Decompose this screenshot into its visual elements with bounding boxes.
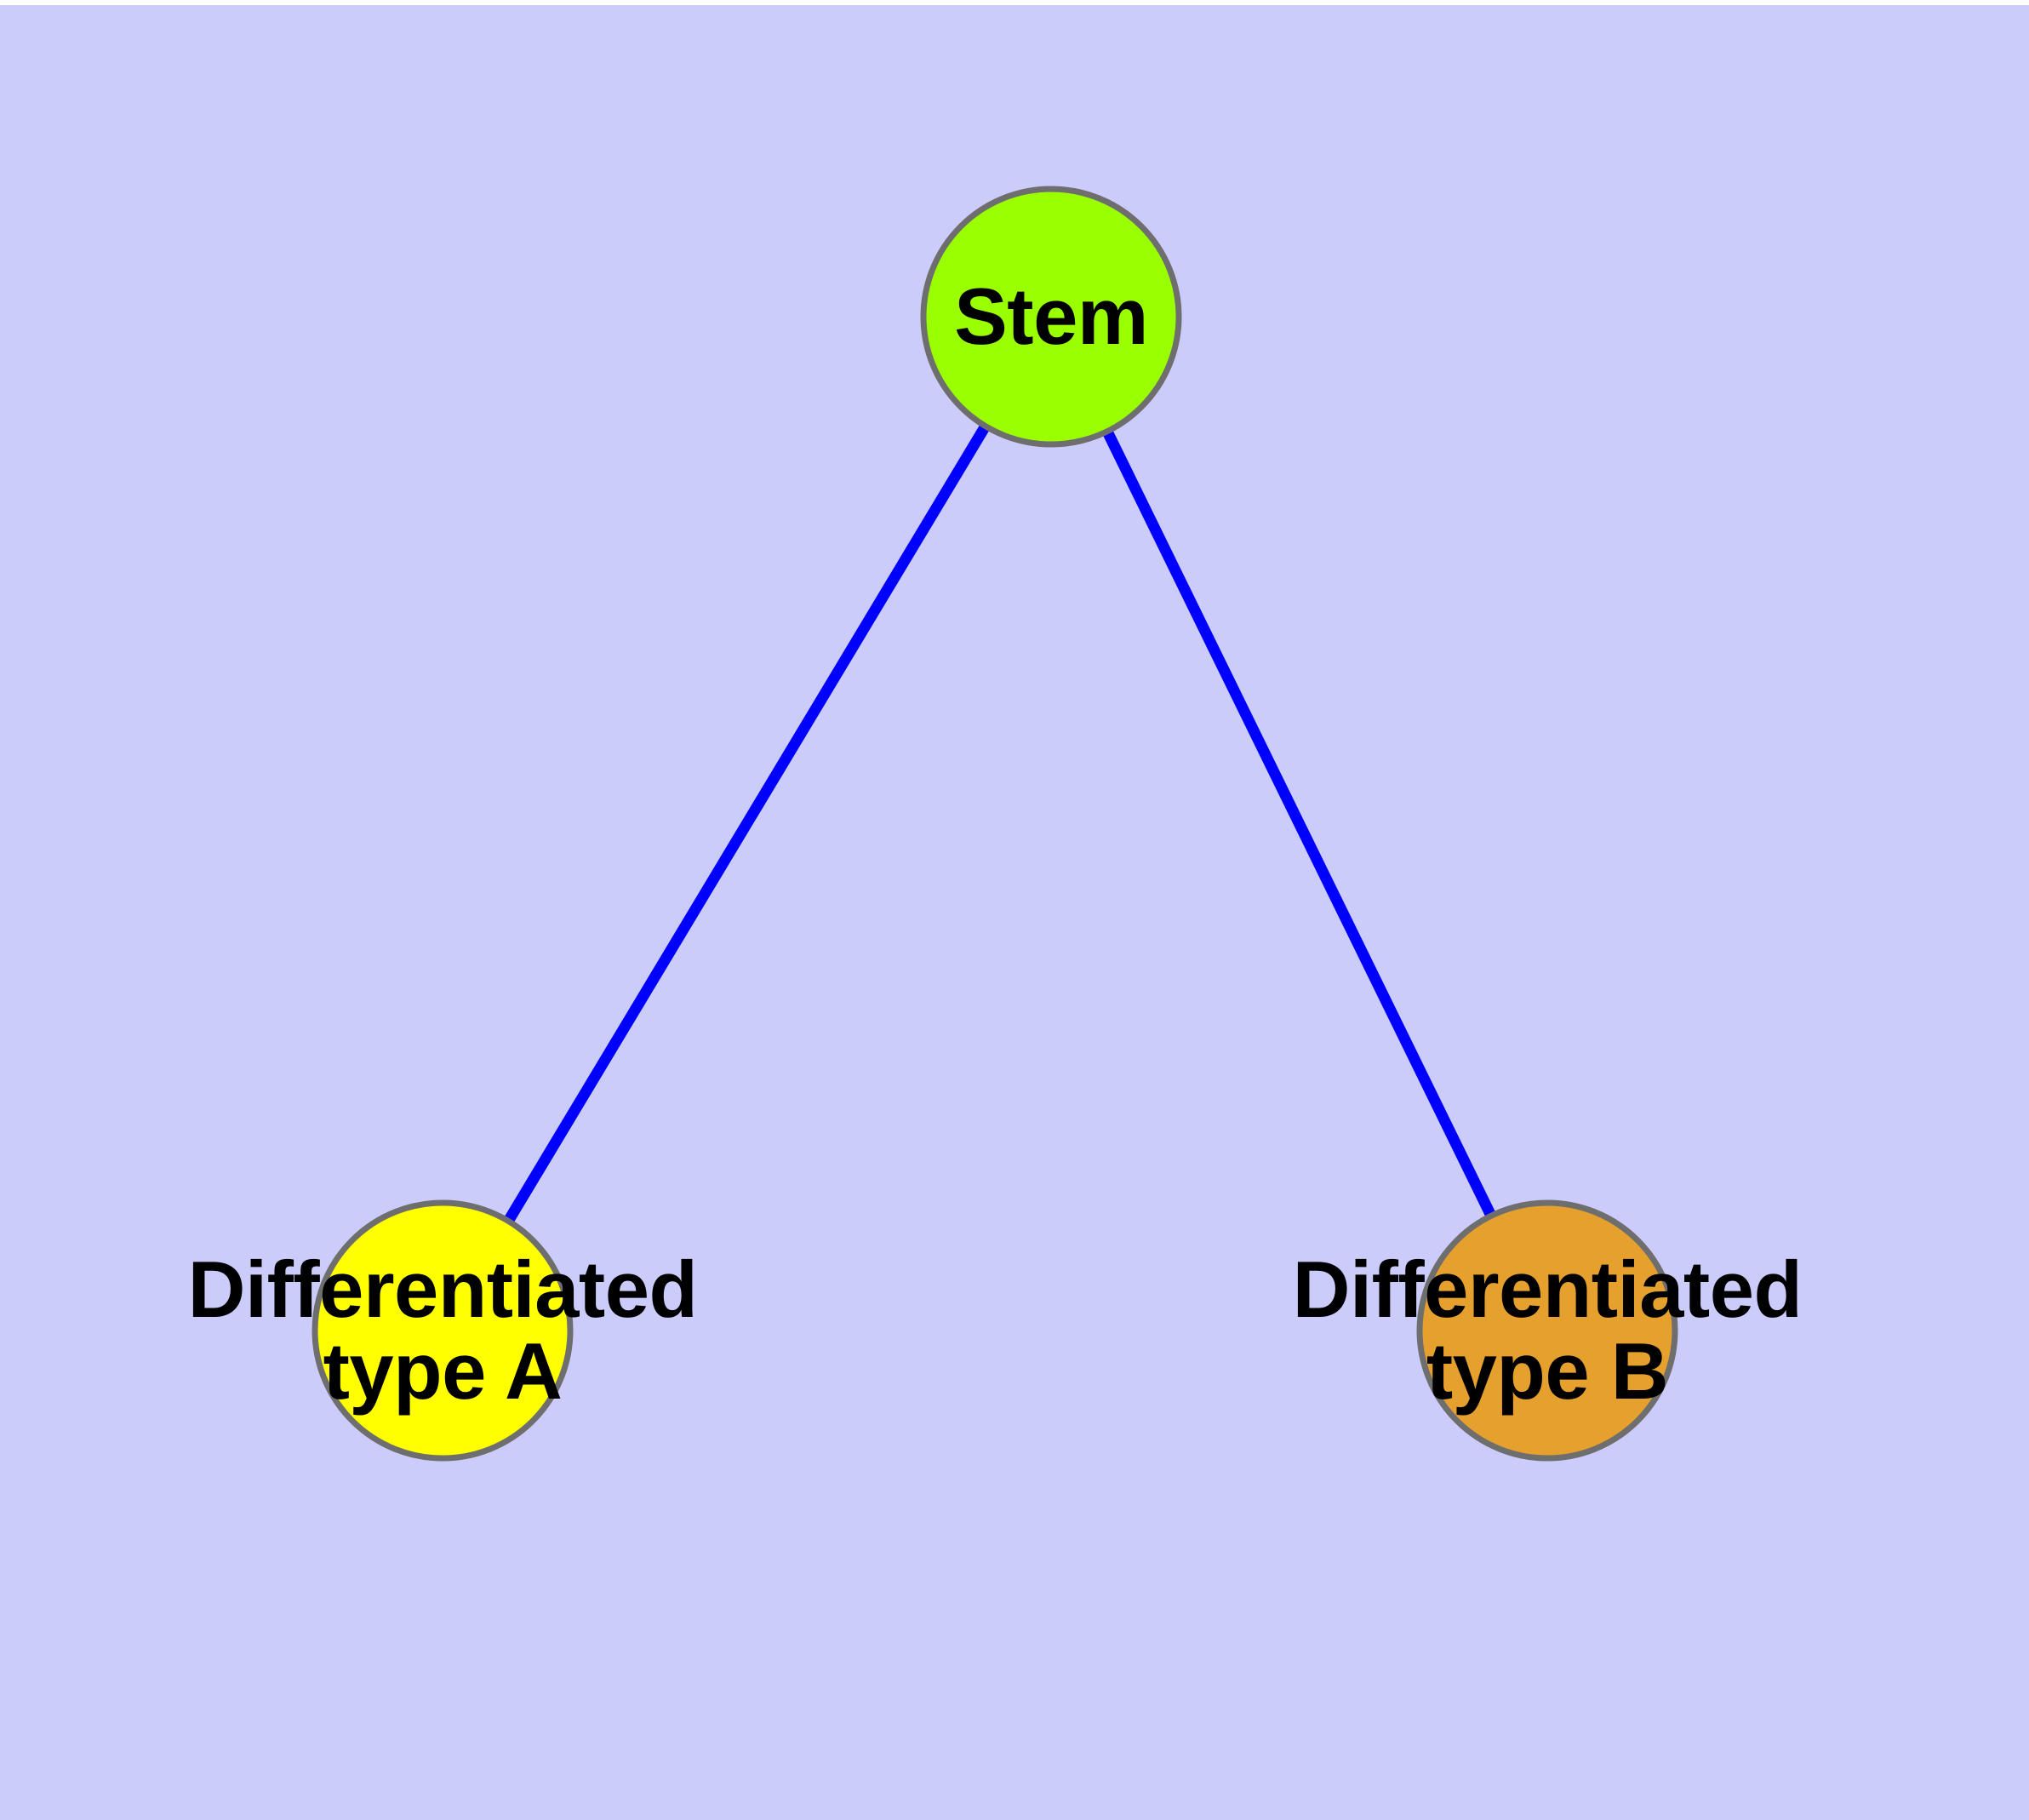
node-stem-circle[interactable] [920, 186, 1182, 448]
node-diff-a-circle[interactable] [311, 1199, 574, 1462]
edge-stem-to-diff-b[interactable] [1046, 314, 1552, 1333]
node-diff-b-circle[interactable] [1416, 1199, 1678, 1462]
edge-layer [437, 313, 1552, 1334]
node-layer [311, 186, 1678, 1462]
edge-stem-to-diff-a[interactable] [437, 313, 1056, 1334]
